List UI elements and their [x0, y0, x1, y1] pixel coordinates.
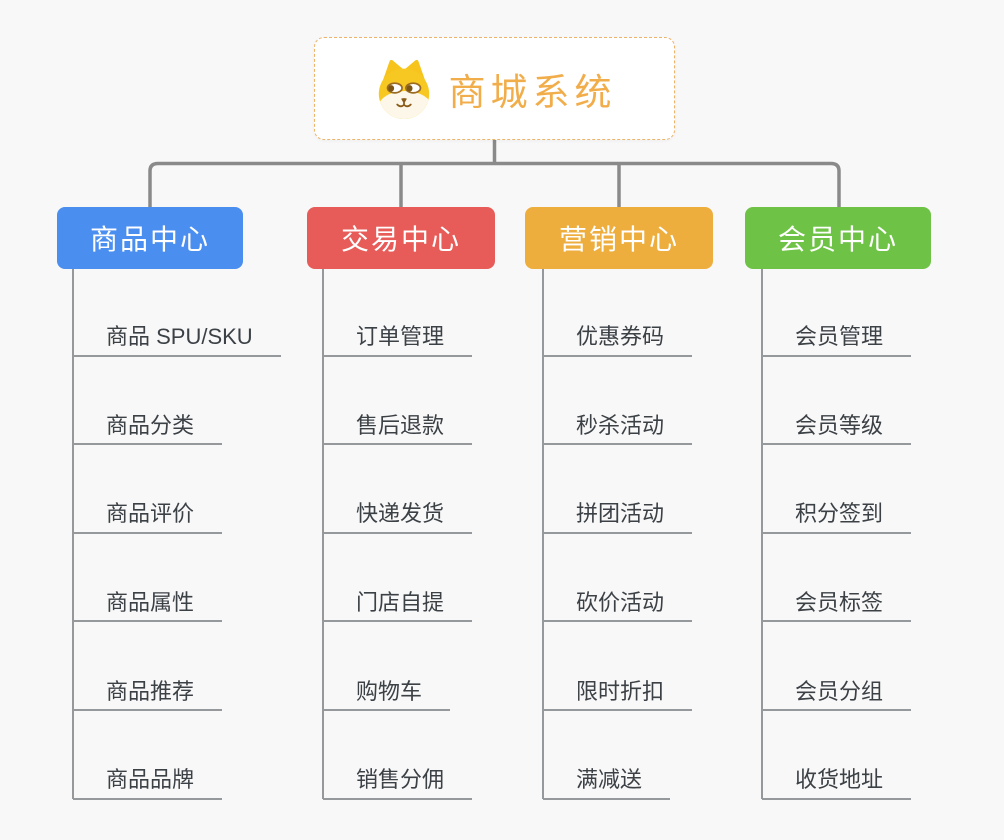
subtopic-label: 拼团活动 — [576, 501, 665, 527]
subtopic-node[interactable]: 会员标签 — [762, 534, 912, 623]
root-topic-label: 商城系统 — [448, 71, 617, 113]
subtopic-node[interactable]: 商品属性 — [73, 534, 223, 623]
subtopic-label: 满减送 — [576, 767, 643, 793]
dog-face-icon — [378, 59, 429, 119]
branch-label: 交易中心 — [340, 224, 461, 255]
children-marketing-center: 优惠券码 秒杀活动 拼团活动 砍价活动 限时折扣 满减送 — [543, 268, 693, 800]
branch-node-trade-center[interactable]: 交易中心 — [307, 207, 495, 269]
subtopic-node[interactable]: 商品 SPU/SKU — [73, 268, 281, 357]
subtopic-node[interactable]: 会员管理 — [762, 268, 912, 357]
subtopic-node[interactable]: 秒杀活动 — [543, 357, 693, 446]
subtopic-label: 商品分类 — [106, 412, 195, 438]
subtopic-label: 优惠券码 — [576, 324, 665, 350]
subtopic-node[interactable]: 拼团活动 — [543, 445, 693, 534]
subtopic-label: 秒杀活动 — [576, 412, 665, 438]
root-topic-node[interactable]: 商城系统 — [314, 37, 675, 140]
subtopic-node[interactable]: 销售分佣 — [323, 711, 473, 800]
branch-label: 商品中心 — [89, 224, 210, 255]
branch-node-marketing-center[interactable]: 营销中心 — [525, 207, 713, 269]
branch-label: 营销中心 — [558, 224, 679, 255]
subtopic-node[interactable]: 会员分组 — [762, 622, 912, 711]
subtopic-label: 购物车 — [356, 678, 423, 704]
subtopic-label: 销售分佣 — [356, 767, 445, 793]
branch-node-product-center[interactable]: 商品中心 — [57, 207, 243, 269]
subtopic-label: 会员标签 — [795, 590, 884, 616]
subtopic-node[interactable]: 砍价活动 — [543, 534, 693, 623]
subtopic-node[interactable]: 限时折扣 — [543, 622, 693, 711]
subtopic-node[interactable]: 商品推荐 — [73, 622, 223, 711]
subtopic-node[interactable]: 收货地址 — [762, 711, 912, 800]
subtopic-node[interactable]: 商品分类 — [73, 357, 223, 446]
subtopic-label: 限时折扣 — [576, 678, 665, 704]
subtopic-node[interactable]: 快递发货 — [323, 445, 473, 534]
subtopic-label: 会员等级 — [795, 412, 884, 438]
subtopic-label: 商品 SPU/SKU — [106, 324, 253, 350]
subtopic-label: 快递发货 — [356, 501, 445, 527]
children-product-center: 商品 SPU/SKU 商品分类 商品评价 商品属性 商品推荐 商品品牌 — [73, 268, 281, 800]
subtopic-node[interactable]: 商品品牌 — [73, 711, 223, 800]
subtopic-label: 积分签到 — [795, 501, 884, 527]
subtopic-label: 门店自提 — [356, 590, 445, 616]
subtopic-label: 收货地址 — [795, 767, 884, 793]
children-member-center: 会员管理 会员等级 积分签到 会员标签 会员分组 收货地址 — [762, 268, 912, 800]
subtopic-label: 订单管理 — [356, 324, 445, 350]
subtopic-node[interactable]: 购物车 — [323, 622, 451, 711]
subtopic-label: 砍价活动 — [576, 590, 665, 616]
subtopic-node[interactable]: 积分签到 — [762, 445, 912, 534]
subtopic-node[interactable]: 订单管理 — [323, 268, 473, 357]
subtopic-node[interactable]: 售后退款 — [323, 357, 473, 446]
branch-label: 会员中心 — [777, 224, 898, 255]
subtopic-label: 会员分组 — [795, 678, 884, 704]
subtopic-label: 会员管理 — [795, 324, 884, 350]
branch-node-member-center[interactable]: 会员中心 — [745, 207, 931, 269]
subtopic-label: 商品属性 — [106, 590, 195, 616]
subtopic-label: 商品品牌 — [106, 767, 195, 793]
subtopic-label: 售后退款 — [356, 412, 445, 438]
subtopic-node[interactable]: 门店自提 — [323, 534, 473, 623]
children-trade-center: 订单管理 售后退款 快递发货 门店自提 购物车 销售分佣 — [323, 268, 473, 800]
subtopic-node[interactable]: 会员等级 — [762, 357, 912, 446]
subtopic-node[interactable]: 满减送 — [543, 711, 671, 800]
subtopic-label: 商品推荐 — [106, 678, 195, 704]
subtopic-node[interactable]: 优惠券码 — [543, 268, 693, 357]
subtopic-node[interactable]: 商品评价 — [73, 445, 223, 534]
subtopic-label: 商品评价 — [106, 501, 195, 527]
